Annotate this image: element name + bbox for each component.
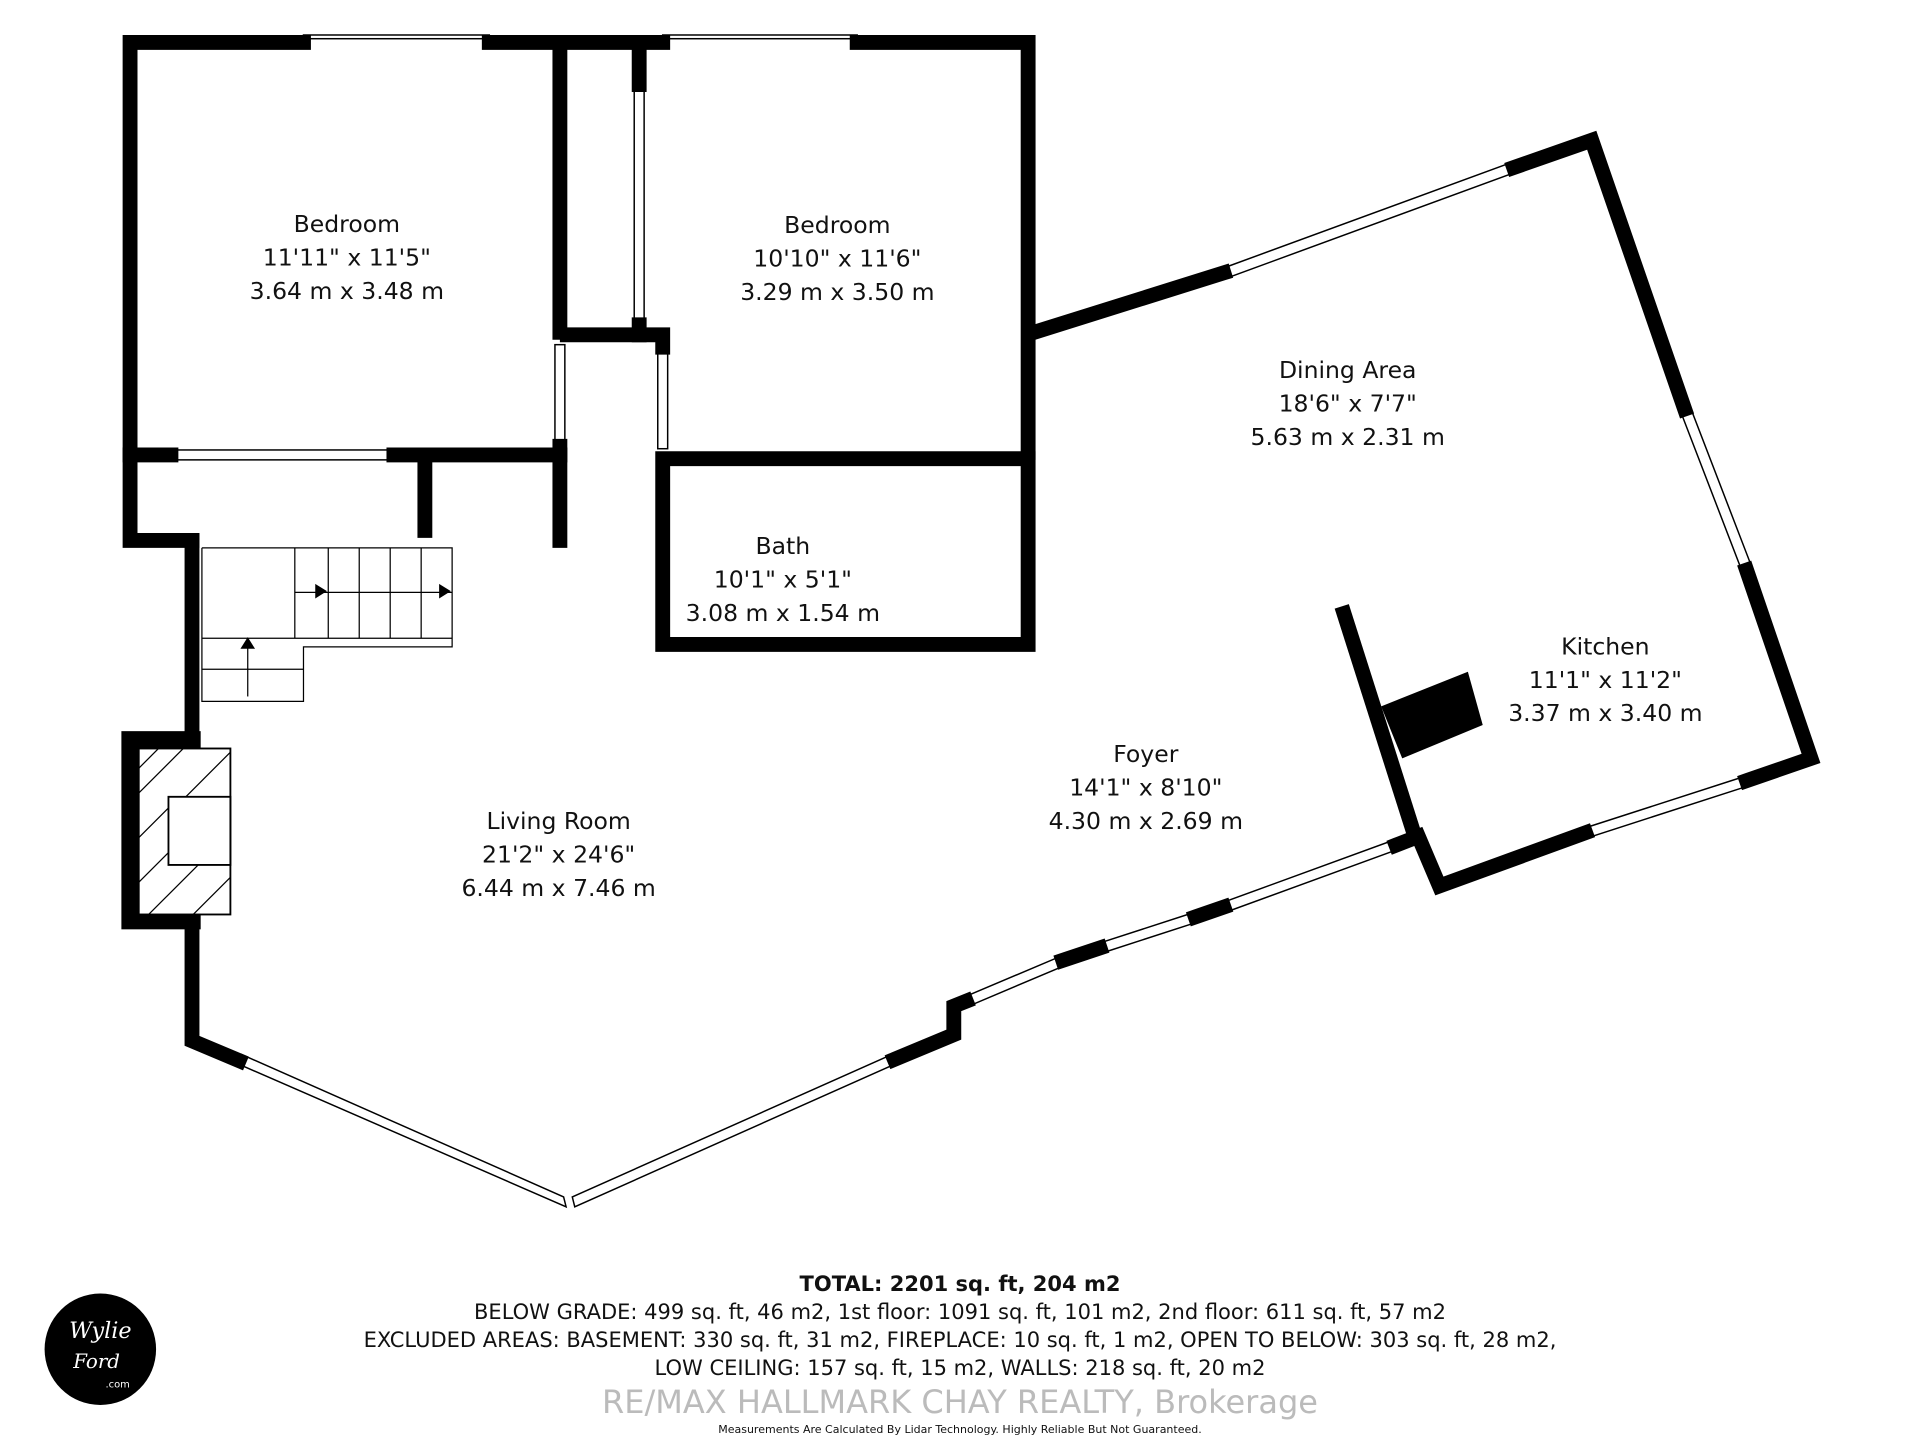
staircase [201,547,453,703]
svg-text:Kitchen: Kitchen [1561,632,1649,660]
svg-text:5.63 m x 2.31 m: 5.63 m x 2.31 m [1251,423,1445,451]
room-label-bath: Bath 10'1" x 5'1" 3.08 m x 1.54 m [686,532,880,627]
svg-text:14'1" x 8'10": 14'1" x 8'10" [1069,774,1222,802]
logo: Wylie Ford .com [44,1293,157,1406]
svg-text:Bedroom: Bedroom [294,210,400,238]
svg-text:Foyer: Foyer [1113,740,1178,768]
excluded-areas: EXCLUDED AREAS: BASEMENT: 330 sq. ft, 31… [363,1328,1557,1352]
room-label-bedroom-2: Bedroom 10'10" x 11'6" 3.29 m x 3.50 m [740,211,934,306]
svg-text:Living Room: Living Room [486,807,630,835]
excluded-areas-cont: LOW CEILING: 157 sq. ft, 15 m2, WALLS: 2… [654,1356,1266,1380]
svg-text:6.44 m x 7.46 m: 6.44 m x 7.46 m [461,874,655,902]
room-label-foyer: Foyer 14'1" x 8'10" 4.30 m x 2.69 m [1049,740,1243,835]
svg-text:Ford: Ford [72,1350,120,1373]
area-breakdown: BELOW GRADE: 499 sq. ft, 46 m2, 1st floo… [474,1300,1446,1324]
svg-text:4.30 m x 2.69 m: 4.30 m x 2.69 m [1049,807,1243,835]
svg-text:18'6" x 7'7": 18'6" x 7'7" [1279,390,1417,418]
svg-text:3.64 m x 3.48 m: 3.64 m x 3.48 m [250,277,444,305]
svg-text:.com: .com [106,1380,130,1391]
svg-text:Bath: Bath [756,532,811,560]
walls [122,34,1821,1071]
watermark: RE/MAX HALLMARK CHAY REALTY, Brokerage [602,1383,1318,1421]
svg-text:21'2" x 24'6": 21'2" x 24'6" [482,840,635,868]
svg-text:11'11" x 11'5": 11'11" x 11'5" [263,243,431,271]
fireplace [121,731,232,930]
room-label-bedroom-1: Bedroom 11'11" x 11'5" 3.64 m x 3.48 m [250,210,444,305]
room-label-living-room: Living Room 21'2" x 24'6" 6.44 m x 7.46 … [461,807,655,902]
svg-text:10'10" x 11'6": 10'10" x 11'6" [753,245,921,273]
svg-text:3.29 m x 3.50 m: 3.29 m x 3.50 m [740,278,934,306]
svg-text:Wylie: Wylie [69,1318,131,1344]
svg-text:Bedroom: Bedroom [784,211,890,239]
windows [170,34,1753,1209]
svg-text:3.37 m x 3.40 m: 3.37 m x 3.40 m [1508,699,1702,727]
svg-text:Dining Area: Dining Area [1279,356,1417,384]
room-label-dining: Dining Area 18'6" x 7'7" 5.63 m x 2.31 m [1251,356,1445,451]
svg-text:11'1" x 11'2": 11'1" x 11'2" [1529,666,1682,694]
room-label-kitchen: Kitchen 11'1" x 11'2" 3.37 m x 3.40 m [1508,632,1702,727]
svg-text:3.08 m x 1.54 m: 3.08 m x 1.54 m [686,599,880,627]
svg-text:10'1" x 5'1": 10'1" x 5'1" [714,565,852,593]
disclaimer: Measurements Are Calculated By Lidar Tec… [718,1423,1202,1436]
total-area: TOTAL: 2201 sq. ft, 204 m2 [799,1272,1121,1296]
